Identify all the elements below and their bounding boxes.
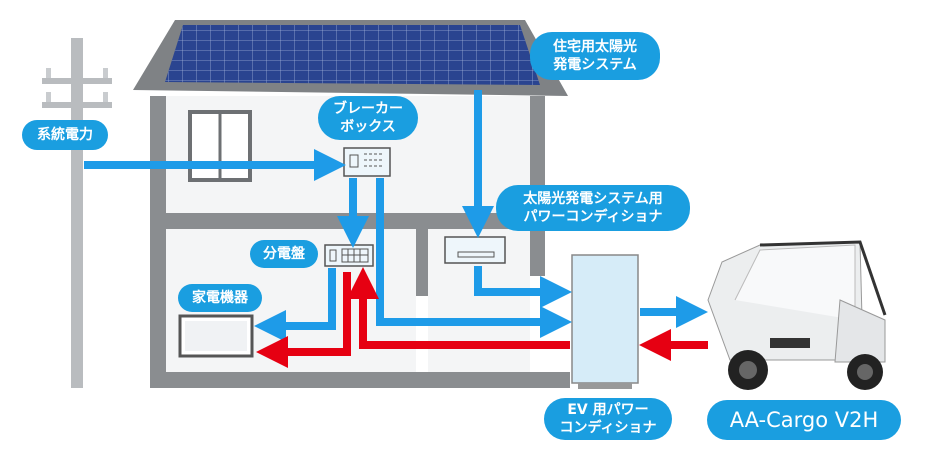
- utility-pole: [42, 38, 112, 388]
- breaker-box-device: [343, 147, 391, 177]
- label-breaker-box: ブレーカー ボックス: [318, 96, 418, 140]
- label-residential-solar: 住宅用太陽光 発電システム: [530, 32, 660, 80]
- aa-cargo-vehicle: [707, 240, 887, 390]
- ev-pcs-cabinet: [571, 254, 639, 389]
- label-solar-pcs: 太陽光発電システム用 パワーコンディショナ: [496, 185, 690, 231]
- blue-power-flows: [84, 90, 708, 342]
- label-vehicle: AA-Cargo V2H: [707, 400, 901, 440]
- label-grid-power: 系統電力: [22, 120, 108, 150]
- label-appliances: 家電機器: [178, 284, 262, 312]
- tv-appliance: [178, 314, 254, 358]
- solar-panel: [165, 25, 540, 85]
- red-power-flows: [256, 267, 708, 368]
- solar-pcs-device: [444, 236, 506, 264]
- label-ev-pcs: EV 用パワー コンディショナ: [544, 398, 672, 440]
- label-distribution-board: 分電盤: [250, 240, 318, 268]
- distribution-board-device: [324, 244, 374, 267]
